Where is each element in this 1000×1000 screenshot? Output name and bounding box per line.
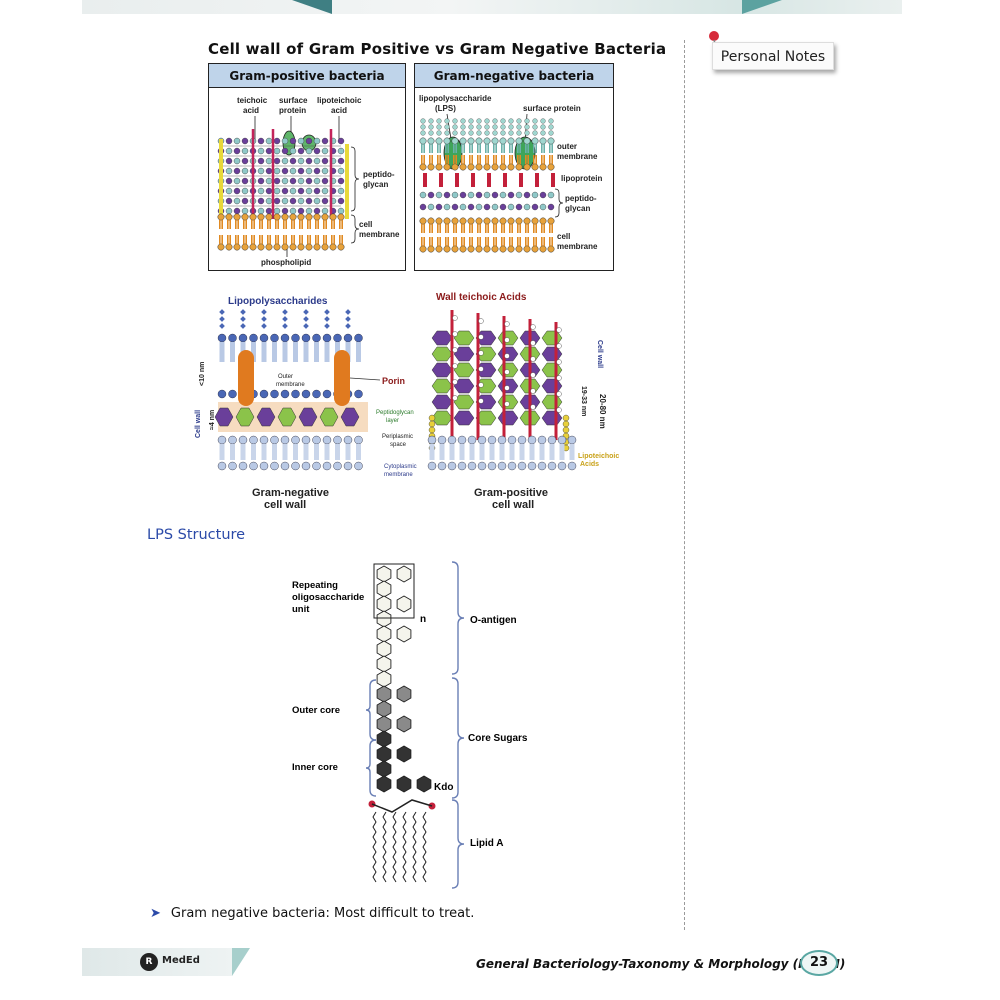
repeating-label-3: unit xyxy=(292,604,310,615)
label-glycan: glycan xyxy=(363,180,388,189)
outer-core-label: Outer core xyxy=(292,705,340,716)
porin-label: Porin xyxy=(382,376,405,386)
gram-positive-panel: Gram-positive bacteria teichoic acid sur… xyxy=(208,63,406,271)
gram-positive-heading: Gram-positive bacteria xyxy=(209,64,405,88)
band-triangle-right xyxy=(742,0,782,14)
range1-label: 19-33 nm xyxy=(580,386,587,416)
lta-label-2: Acids xyxy=(580,461,599,468)
label-membrane: membrane xyxy=(359,230,400,239)
lps-section-title: LPS Structure xyxy=(147,527,246,543)
label-surface: surface xyxy=(279,96,308,105)
inner-core-label: Inner core xyxy=(292,762,338,773)
peptidoglycan-layers xyxy=(217,129,345,219)
n-label: n xyxy=(420,614,426,625)
approx4-label: ≈4 nm xyxy=(209,410,216,430)
cell-wall-left-label: Cell wall xyxy=(195,410,202,438)
cytoplasmic-label-2: membrane xyxy=(384,472,413,478)
range2-label: 20-80 nm xyxy=(598,394,607,429)
label-membrane-neg: membrane xyxy=(557,242,598,251)
kdo-label: Kdo xyxy=(434,782,453,793)
page-title: Cell wall of Gram Positive vs Gram Negat… xyxy=(208,40,667,58)
gp-caption-2: cell wall xyxy=(492,499,534,511)
bullet-text: Gram negative bacteria: Most difficult t… xyxy=(170,906,475,921)
top-decorative-band xyxy=(82,0,902,14)
gn-caption-2: cell wall xyxy=(264,499,306,511)
label-cell: cell xyxy=(359,220,372,229)
gram-negative-heading: Gram-negative bacteria xyxy=(415,64,613,88)
label-lps1: lipopolysaccharide xyxy=(419,94,492,103)
bullet-point: ➤ Gram negative bacteria: Most difficult … xyxy=(150,906,474,921)
gn-caption-1: Gram-negative xyxy=(252,487,329,499)
gram-positive-diagram: teichoic acid surface protein lipoteicho… xyxy=(217,96,400,267)
personal-notes-label: Personal Notes xyxy=(720,49,826,65)
lps-sugar-chain xyxy=(373,563,432,793)
label-teichoic: teichoic xyxy=(237,96,268,105)
footer-triangle xyxy=(232,948,250,976)
periplasmic-label-2: space xyxy=(390,442,407,448)
label-lipoteichoic: lipoteichoic xyxy=(317,96,362,105)
personal-notes-card: Personal Notes xyxy=(712,42,834,70)
periplasmic-label-1: Periplasmic xyxy=(382,434,413,440)
gram-negative-panel: Gram-negative bacteria lipopolysaccharid… xyxy=(414,63,614,271)
cytoplasmic-label-1: Cytoplasmic xyxy=(384,464,417,470)
label-lipoprotein: lipoprotein xyxy=(561,174,602,183)
band-triangle-left xyxy=(292,0,332,14)
lta-label-1: Lipoteichoic xyxy=(578,453,619,460)
cell-membrane-lipids xyxy=(419,217,555,253)
lps-structure-diagram: Repeating oligosaccharide unit n O-antig… xyxy=(292,561,528,889)
gp-caption-1: Gram-positive xyxy=(474,487,548,499)
pg-layer-label-2: layer xyxy=(386,418,399,424)
gram-positive-wall-drawing xyxy=(427,310,577,471)
logo-text: MedEd xyxy=(162,955,200,966)
lipid-a-label: Lipid A xyxy=(470,838,504,849)
lipid-a-chains xyxy=(368,799,436,883)
repeating-label-1: Repeating xyxy=(292,580,338,591)
label-glycan-neg: glycan xyxy=(565,204,590,213)
peptidoglycan-layer xyxy=(419,191,555,211)
label-peptido-neg: peptido- xyxy=(565,194,597,203)
notes-divider xyxy=(684,40,685,930)
cell-membrane-lipids xyxy=(217,213,345,251)
lt10-label: <10 nm xyxy=(199,362,206,386)
bullet-arrow-icon: ➤ xyxy=(150,906,161,921)
label-cell-neg: cell xyxy=(557,232,570,241)
outer-membrane-label-2: membrane xyxy=(276,382,305,388)
footer-title: General Bacteriology-Taxonomy & Morpholo… xyxy=(476,957,846,971)
label-outer-membrane: membrane xyxy=(557,152,598,161)
lipopolysaccharides-label: Lipopolysaccharides xyxy=(228,296,328,307)
gram-negative-diagram: lipopolysaccharide (LPS) surface protein… xyxy=(419,94,602,253)
label-lps2: (LPS) xyxy=(435,104,456,113)
label-phospholipid: phospholipid xyxy=(261,258,311,267)
meded-logo-icon: R xyxy=(140,953,158,971)
label-peptido: peptido- xyxy=(363,170,395,179)
lps-chains xyxy=(420,118,554,136)
o-antigen-label: O-antigen xyxy=(470,615,517,626)
footer-band xyxy=(82,948,250,976)
cell-wall-right-label: Cell wall xyxy=(596,340,603,368)
label-surface-protein: surface protein xyxy=(523,104,581,113)
page-number: 23 xyxy=(800,950,838,976)
pg-layer-label-1: Peptidoglycan xyxy=(376,410,414,416)
core-sugars-label: Core Sugars xyxy=(468,733,528,744)
label-acid2: acid xyxy=(331,106,347,115)
outer-membrane-label-1: Outer xyxy=(278,374,293,380)
label-outer: outer xyxy=(557,142,577,151)
gram-negative-wall-drawing xyxy=(214,309,381,471)
outer-membrane-lipids xyxy=(419,137,555,171)
label-acid: acid xyxy=(243,106,259,115)
repeating-label-2: oligosaccharide xyxy=(292,592,364,603)
label-protein: protein xyxy=(279,106,306,115)
cell-wall-comparison-diagram: Lipopolysaccharides Wall teichoic Acids … xyxy=(195,292,619,511)
lipoproteins xyxy=(423,173,555,187)
wall-teichoic-acids-label: Wall teichoic Acids xyxy=(436,292,527,303)
